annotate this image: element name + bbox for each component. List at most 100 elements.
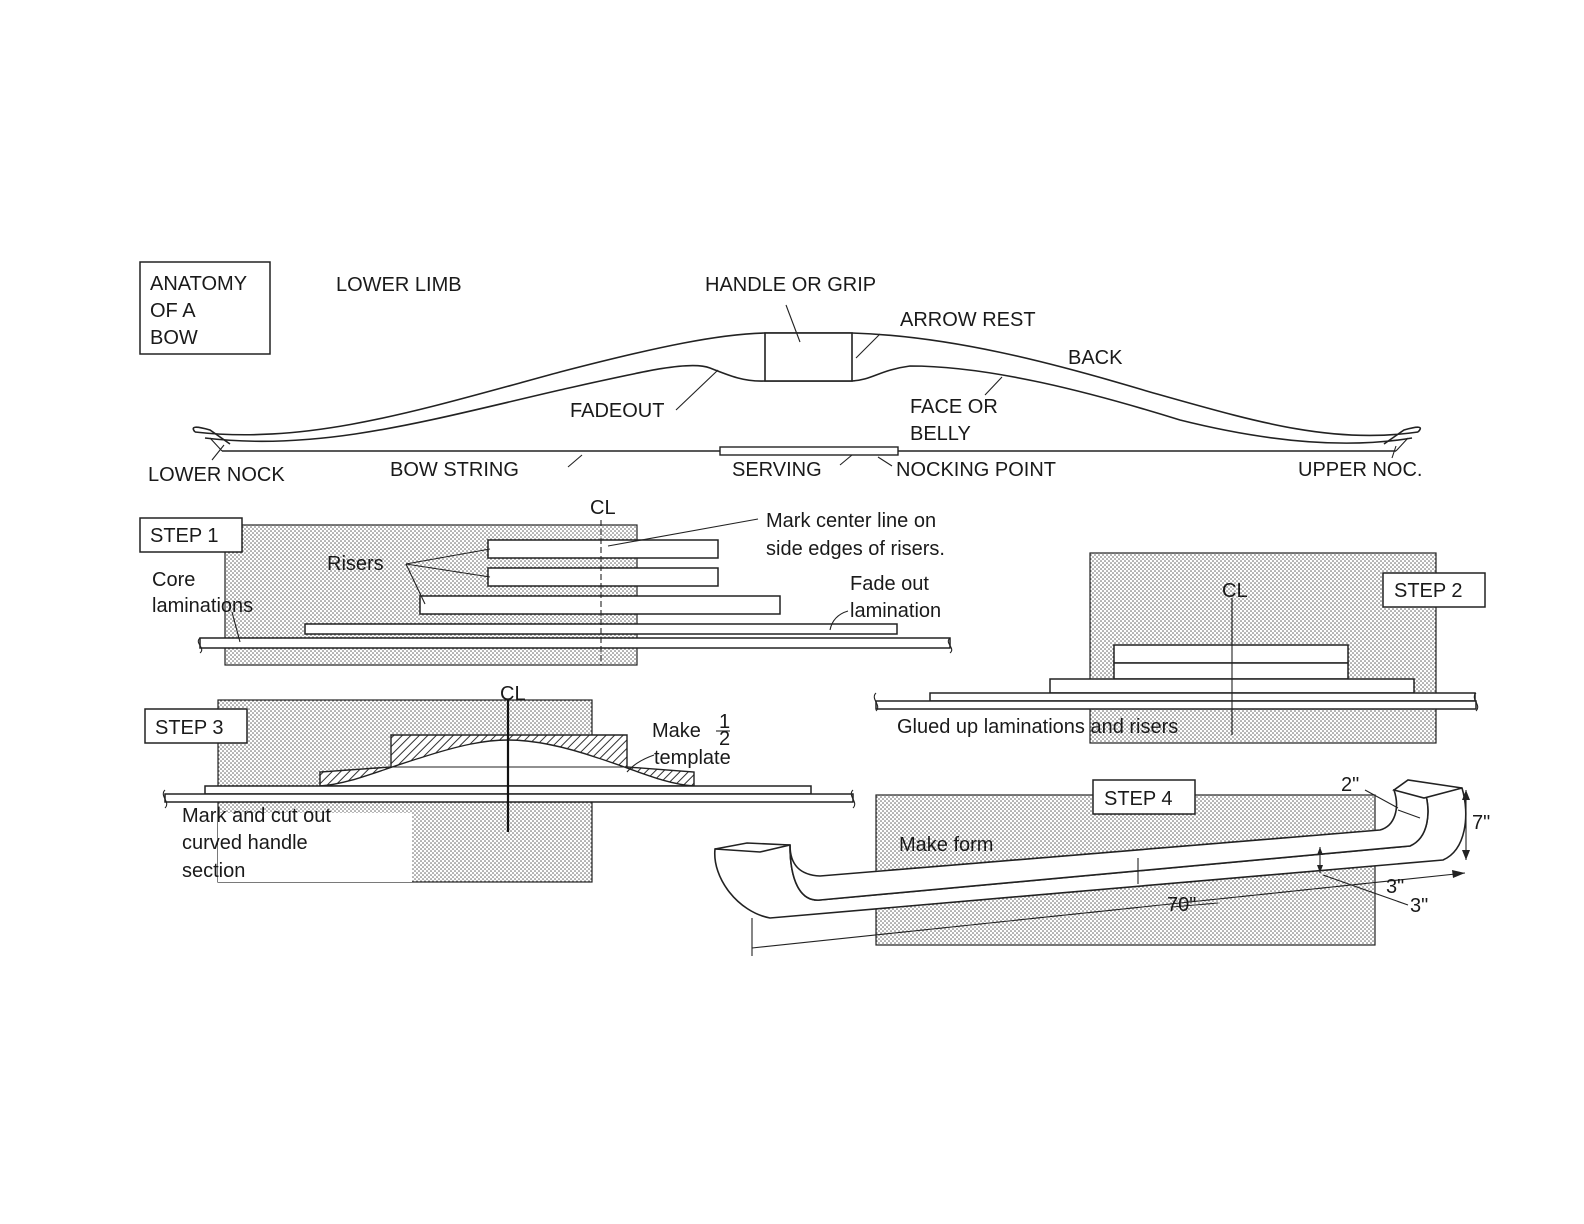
nocking-leader	[877, 456, 893, 467]
step4-label-box	[1092, 779, 1196, 815]
step4-right-end-top	[1392, 779, 1463, 799]
upper-nock-label: UPPER NOC.	[1298, 459, 1422, 481]
fade-label-line-2: lamination	[850, 600, 941, 622]
half-denominator: 2	[719, 728, 730, 750]
step2-glued-label: Glued up laminations and risers	[897, 716, 1178, 738]
risers-label: Risers	[327, 553, 384, 575]
arrow-rest-leader	[855, 333, 881, 359]
step1-core-break-left	[197, 637, 203, 654]
template-leader	[626, 754, 655, 773]
lower-limb-label: LOWER LIMB	[336, 274, 462, 296]
step1-core-break-right	[947, 637, 953, 654]
make-label: Make	[652, 720, 701, 742]
handle-grip-block	[764, 332, 853, 382]
back-label: BACK	[1068, 347, 1123, 369]
face-leader	[984, 376, 1003, 396]
serving-leader	[839, 454, 853, 466]
step3-label: STEP 3	[155, 717, 224, 739]
upper-nock-leader	[1391, 445, 1397, 459]
mark-label-line-1: Mark center line on	[766, 510, 936, 532]
dim-2-line	[1397, 809, 1421, 819]
step2-riser-top	[1113, 644, 1349, 664]
cut-label-line-1: Mark and cut out	[182, 805, 331, 827]
bow-string-leader	[567, 454, 583, 468]
step3-section: CL STEP 3 Make 1 2 template Mark and cut…	[144, 683, 856, 883]
make-form-label: Make form	[899, 834, 993, 856]
risers-leader-1	[405, 548, 491, 565]
core-leader	[231, 611, 241, 643]
face-label-line-1: FACE OR	[910, 396, 998, 418]
step2-label-box	[1382, 572, 1486, 608]
step3-break-left	[162, 789, 168, 809]
dim-2-leader	[1364, 789, 1399, 809]
dim-70-line	[751, 872, 1466, 949]
step2-core-lamination-1	[929, 692, 1476, 702]
step2-riser-bottom	[1113, 662, 1349, 680]
step2-break-left	[873, 692, 879, 712]
anatomy-title-line-3: BOW	[150, 327, 198, 349]
mark-label-line-2: side edges of risers.	[766, 538, 945, 560]
step2-break-right	[1473, 692, 1479, 712]
dim-2-label: 2"	[1341, 774, 1359, 796]
step3-break-right	[850, 789, 856, 809]
step4-left-end-top	[714, 842, 791, 853]
step1-label: STEP 1	[150, 525, 219, 547]
template-label: template	[654, 747, 731, 769]
nocking-point-label: NOCKING POINT	[896, 459, 1056, 481]
step1-riser-2	[487, 567, 719, 587]
core-label-line-1: Core	[152, 569, 195, 591]
dim-70-arrow-right	[1452, 870, 1465, 878]
step1-section: CL STEP 1 Risers Core laminations Mark c…	[139, 497, 953, 666]
handle-leader	[785, 304, 801, 343]
fadeout-label: FADEOUT	[570, 400, 664, 422]
dim-7-arrow-bottom	[1462, 850, 1470, 860]
step1-core-lamination	[199, 637, 951, 649]
dim-3-arrow-top	[1317, 847, 1323, 855]
half-numerator: 1	[719, 711, 730, 733]
fade-label-line-1: Fade out	[850, 573, 929, 595]
bow-string-label: BOW STRING	[390, 459, 519, 481]
fade-leader	[829, 610, 849, 631]
dim-3-leader	[1322, 874, 1409, 906]
step2-core-lamination-2	[875, 700, 1477, 710]
arrow-rest-label: ARROW REST	[900, 309, 1036, 331]
dim-70-label-leader	[1171, 902, 1219, 908]
step2-cl-symbol: CL	[1222, 580, 1248, 602]
anatomy-title-line-2: OF A	[150, 300, 196, 322]
dim-3-label-b: 3"	[1410, 895, 1428, 917]
risers-leader-3	[405, 563, 426, 605]
anatomy-title-line-1: ANATOMY	[150, 273, 247, 295]
step2-section: CL STEP 2 Glued up laminations and riser…	[873, 552, 1486, 744]
lower-nock-leader	[211, 444, 225, 461]
step4-label: STEP 4	[1104, 788, 1173, 810]
core-label-line-2: laminations	[152, 595, 253, 617]
dim-3-arrow-bottom	[1317, 865, 1323, 873]
anatomy-section: ANATOMY OF A BOW LOWER LIMB HANDLE OR GR…	[139, 261, 1422, 486]
handle-label: HANDLE OR GRIP	[705, 274, 876, 296]
risers-leader-2	[405, 563, 491, 578]
dim-7-arrow-top	[1462, 790, 1470, 800]
dim-3-label-a: 3"	[1386, 876, 1404, 898]
serving-label: SERVING	[732, 459, 822, 481]
lower-tip	[192, 426, 231, 445]
upper-tip	[1383, 426, 1422, 445]
anatomy-title-box	[139, 261, 271, 355]
cut-label-line-2: curved handle	[182, 832, 308, 854]
step1-cl-symbol: CL	[590, 497, 616, 519]
step3-text-clear-area	[218, 813, 412, 882]
lower-nock-string	[209, 437, 223, 452]
step3-cl-symbol: CL	[500, 683, 526, 705]
fadeout-leader	[675, 369, 719, 411]
lower-nock-label: LOWER NOCK	[148, 464, 285, 486]
step4-section: STEP 4 Make form 2" 7" 3" 3" 70"	[714, 774, 1490, 956]
upper-nock-string	[1395, 437, 1409, 452]
step3-label-box	[144, 708, 248, 744]
step2-label: STEP 2	[1394, 580, 1463, 602]
serving-box	[719, 446, 899, 456]
step1-label-box	[139, 517, 243, 553]
dim-70-label: 70"	[1167, 894, 1196, 916]
dim-7-label: 7"	[1472, 812, 1490, 834]
face-label-line-2: BELLY	[910, 423, 971, 445]
mark-center-leader	[607, 518, 759, 547]
